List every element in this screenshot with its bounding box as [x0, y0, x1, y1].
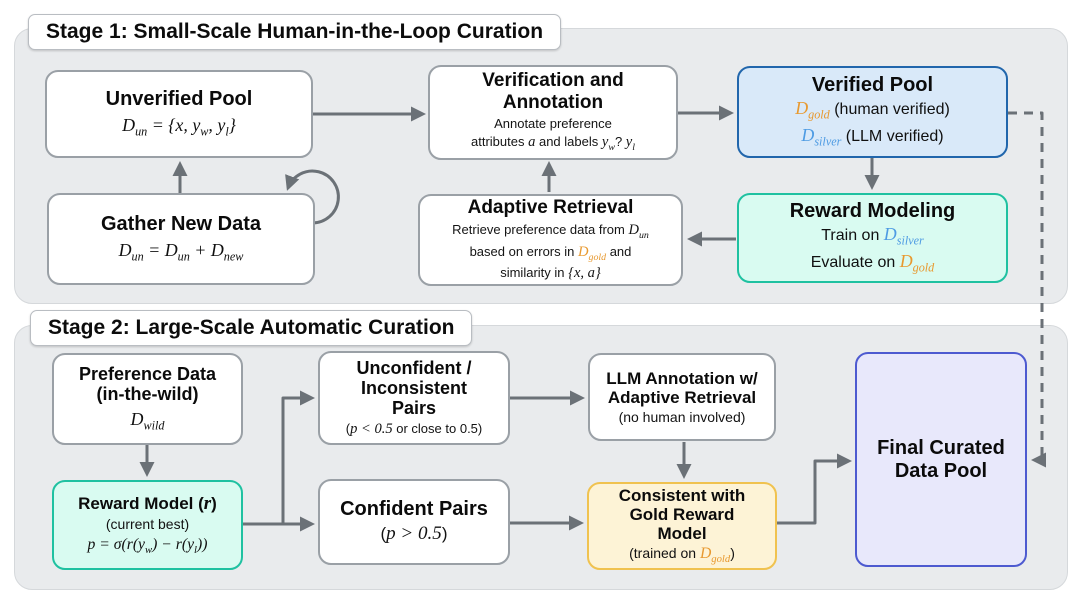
node-title: Unverified Pool — [105, 87, 253, 110]
node-title: Reward Modeling — [789, 199, 956, 222]
node-subtitle: (current best) — [105, 516, 190, 533]
node-title: Reward Model (r) — [78, 492, 217, 514]
node-title: LLM Annotation w/Adaptive Retrieval — [606, 368, 758, 407]
node-gather-new-data: Gather New Data Dun = Dun + Dnew — [47, 193, 315, 285]
node-formula: p = σ(r(yw) − r(yl)) — [87, 535, 208, 556]
node-subtitle: (no human involved) — [618, 408, 746, 425]
node-reward-modeling: Reward Modeling Train on Dsilver Evaluat… — [737, 193, 1008, 283]
verified-silver-line: Dsilver (LLM verified) — [801, 125, 944, 149]
node-subtitle: (trained on Dgold) — [629, 544, 735, 565]
dashed-arrow-verified-pool-to-final-pool — [1008, 111, 1046, 468]
node-formula: Dun = {x, yw, yl} — [122, 115, 236, 139]
stage2-title-tab: Stage 2: Large-Scale Automatic Curation — [30, 310, 473, 346]
node-title: Gather New Data — [100, 212, 262, 235]
loop-arrow-icon — [285, 169, 340, 225]
node-subtitle: (p > 0.5) — [380, 523, 448, 545]
node-title: Adaptive Retrieval — [467, 196, 634, 218]
node-title: Confident Pairs — [340, 497, 488, 520]
arrow-consistent-to-final-pool — [777, 453, 852, 525]
node-formula: Dun = Dun + Dnew — [118, 240, 244, 264]
node-subtitle: (p < 0.5 or close to 0.5) — [345, 420, 483, 437]
reward-train-line: Train on Dsilver — [821, 224, 924, 248]
node-llm-annotation: LLM Annotation w/Adaptive Retrieval (no … — [588, 353, 776, 441]
arrow-reward-model-to-unconfident — [243, 390, 315, 526]
node-title: Verified Pool — [811, 73, 934, 96]
node-formula: Dwild — [130, 409, 165, 433]
verified-gold-line: Dgold (human verified) — [795, 98, 950, 122]
node-adaptive-retrieval: Adaptive Retrieval Retrieve preference d… — [418, 194, 683, 286]
stage1-title-tab: Stage 1: Small-Scale Human-in-the-Loop C… — [28, 14, 562, 50]
node-confident-pairs: Confident Pairs (p > 0.5) — [318, 479, 510, 565]
reward-eval-line: Evaluate on Dgold — [810, 251, 935, 275]
node-unverified-pool: Unverified Pool Dun = {x, yw, yl} — [45, 70, 313, 158]
node-preference-data: Preference Data(in-the-wild) Dwild — [52, 353, 243, 445]
node-title: Preference Data(in-the-wild) — [78, 363, 217, 405]
node-reward-model: Reward Model (r) (current best) p = σ(r(… — [52, 480, 243, 570]
node-verified-pool: Verified Pool Dgold (human verified) Dsi… — [737, 66, 1008, 158]
